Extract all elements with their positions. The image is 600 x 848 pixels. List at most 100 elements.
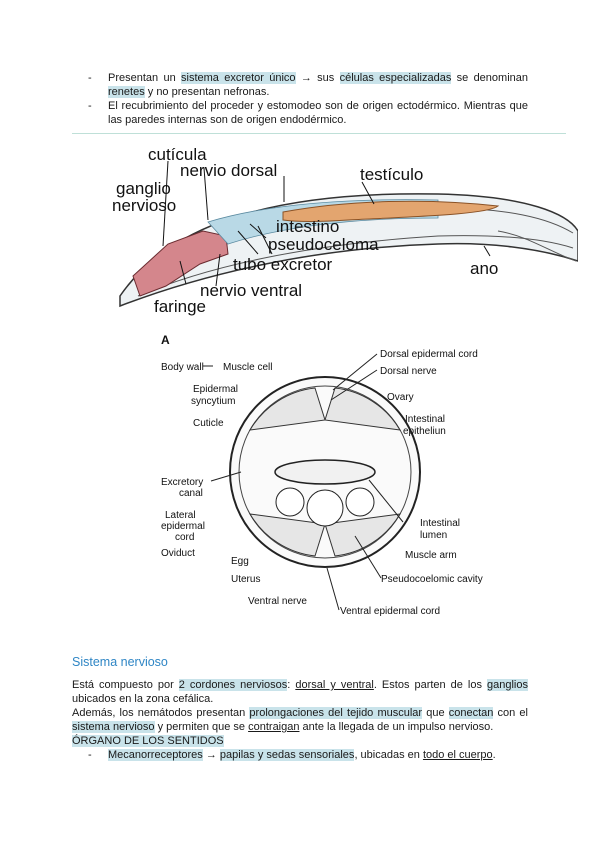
label-canal: canal [179, 488, 203, 499]
label-ventral-epidermal-cord: Ventral epidermal cord [340, 606, 440, 617]
label-tubo-excretor: tubo excretor [233, 255, 333, 274]
label-epidermal2: epidermal [161, 521, 205, 532]
leader-line [162, 160, 169, 247]
label-nervioso: nervioso [112, 196, 176, 215]
label-oviduct: Oviduct [161, 548, 195, 559]
leader-line [326, 567, 340, 611]
text-run: → [202, 749, 220, 761]
leader-line [368, 479, 404, 523]
leader-line [330, 369, 378, 401]
bullet-item-recubrimiento: - El recubrimiento del proceder y estomo… [88, 99, 528, 127]
label-cord: cord [175, 532, 194, 543]
label-body-wall: Body wall [161, 362, 204, 373]
bullet-dash: - [88, 72, 92, 84]
highlight-run: células especializadas [339, 72, 452, 84]
label-nervio-dorsal: nervio dorsal [180, 161, 277, 180]
section-title-sistema-nervioso: Sistema nervioso [72, 655, 168, 669]
label-intestinal: Intestinal [405, 414, 445, 425]
label-intestinal2: Intestinal [420, 518, 460, 529]
label-muscle-arm: Muscle arm [405, 550, 457, 561]
nematode-longitudinal-diagram: cutícula nervio dorsal ganglio nervioso … [112, 145, 578, 316]
text-run: se denominan [451, 72, 528, 84]
highlight-run: ganglios [487, 679, 528, 691]
paragraph-prolongaciones: Además, los nemátodos presentan prolonga… [72, 706, 528, 734]
label-cuticula: cutícula [148, 145, 207, 164]
epidermis-circle [238, 385, 412, 559]
leader-line [203, 167, 209, 221]
leader-line [237, 230, 259, 255]
label-ganglio: ganglio [116, 179, 171, 198]
text-run: : [287, 679, 296, 691]
label-dorsal-nerve: Dorsal nerve [380, 366, 437, 377]
tail-line [497, 230, 577, 262]
intestine-shape [274, 459, 376, 485]
bullet-item-excretor: - Presentan un sistema excretor único → … [88, 71, 528, 99]
oviduct-circle [275, 487, 305, 517]
leader-line [210, 471, 242, 482]
label-uterus: Uterus [231, 574, 260, 585]
underline-run: contraigan [248, 721, 300, 733]
leader-line [483, 245, 491, 257]
label-nervio-ventral: nervio ventral [200, 281, 302, 300]
label-excretory: Excretory [161, 477, 203, 488]
label-epidermal: Epidermal [193, 384, 238, 395]
section-divider [72, 133, 566, 134]
highlight-run: sistema nervioso [72, 721, 155, 733]
label-epithelium: epitheliun [403, 426, 446, 437]
paragraph-cordones: Está compuesto por 2 cordones nerviosos:… [72, 678, 528, 706]
leader-line [249, 223, 267, 239]
underline-run: dorsal y ventral [295, 679, 374, 691]
text-run: ubicados en la zona cefálica. [72, 693, 214, 705]
text-run: . Estos parten de los [373, 679, 488, 691]
text-run: ante la llegada de un impulso nervioso. [299, 721, 494, 733]
bullet-list-bottom: - Mecanorreceptores → papilas y sedas se… [88, 748, 528, 762]
label-faringe: faringe [154, 297, 206, 316]
muscle-quadrant [249, 513, 326, 557]
label-ano: ano [470, 259, 498, 278]
text-run: Presentan un [108, 72, 181, 84]
text-run: → sus [295, 72, 340, 84]
bullet-list-top: - Presentan un sistema excretor único → … [88, 71, 528, 127]
highlight-run: papilas y sedas sensoriales [219, 749, 355, 761]
label-cuticle: Cuticle [193, 418, 224, 429]
text-run: . [492, 749, 496, 761]
bullet-text: Presentan un sistema excretor único → su… [108, 72, 528, 98]
text-run: Está compuesto por [72, 679, 179, 691]
ovary-circle [345, 487, 375, 517]
leader-line [215, 253, 221, 287]
panel-letter: A [161, 333, 170, 347]
text-run: y permiten que se [154, 721, 249, 733]
highlight-run: 2 cordones nerviosos [178, 679, 288, 691]
highlight-run: Mecanorreceptores [108, 749, 203, 761]
leader-line [257, 225, 273, 255]
text-run: , ubicadas en [354, 749, 423, 761]
testis-shape [282, 200, 500, 222]
muscle-quadrant [324, 513, 401, 557]
text-run: Además, los nemátodos presentan [72, 707, 250, 719]
egg-circle [306, 489, 344, 527]
leader-line [179, 260, 187, 285]
label-pseudoceloma: pseudoceloma [268, 235, 379, 254]
label-muscle-cell: Muscle cell [223, 362, 272, 373]
label-lumen: lumen [420, 530, 447, 541]
highlight-run: conectan [448, 707, 494, 719]
label-ventral-nerve: Ventral nerve [248, 596, 307, 607]
muscle-quadrant [249, 387, 326, 431]
underline-run: todo el cuerpo [422, 749, 493, 761]
bullet-dash: - [88, 749, 92, 761]
nematode-cross-section-diagram: A Body wall Muscle cell Epidermal syncyt… [161, 333, 483, 617]
organ-heading: ÓRGANO DE LOS SENTIDOS [72, 735, 224, 747]
label-dorsal-epidermal-cord: Dorsal epidermal cord [380, 349, 478, 360]
organ-heading-line: ÓRGANO DE LOS SENTIDOS [72, 734, 528, 748]
leader-line [332, 353, 378, 391]
text-run: y no presentan nefronas. [144, 86, 270, 98]
highlight-run: prolongaciones del tejido muscular [249, 707, 423, 719]
text-run: que [422, 707, 449, 719]
leader-line [361, 181, 375, 205]
label-lateral: Lateral [165, 510, 196, 521]
highlight-run: renetes [108, 86, 145, 98]
highlight-run: sistema excretor único [181, 72, 296, 84]
label-egg: Egg [231, 556, 249, 567]
bullet-item-mecanorreceptores: - Mecanorreceptores → papilas y sedas se… [88, 748, 528, 762]
